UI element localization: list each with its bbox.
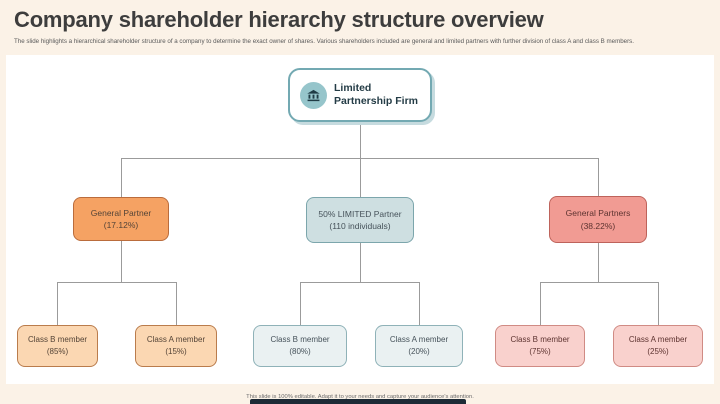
node-class-b-member-75[interactable]: Class B member (75%) (495, 325, 585, 367)
node-subtitle: (75%) (529, 347, 551, 356)
node-title: General Partners (565, 208, 631, 219)
node-title: Class B member (270, 335, 330, 345)
connector-line (598, 158, 599, 196)
connector-line (300, 282, 301, 325)
editable-note: This slide is 100% editable. Adapt it to… (246, 394, 474, 400)
node-subtitle: (85%) (46, 347, 69, 356)
node-class-a-member-20[interactable]: Class A member (20%) (375, 325, 463, 367)
node-title: Class A member (389, 335, 449, 345)
node-class-b-member-80[interactable]: Class B member (80%) (253, 325, 347, 367)
connector-line (57, 282, 177, 283)
node-class-b-member-85[interactable]: Class B member (85%) (17, 325, 98, 367)
connector-line (57, 282, 58, 325)
connector-line (360, 122, 361, 158)
connector-line (598, 243, 599, 282)
node-title: 50% LIMITED Partner (318, 208, 402, 219)
node-title: General Partner (90, 207, 152, 218)
node-root-limited-partnership-firm[interactable]: Limited Partnership Firm (288, 68, 432, 122)
node-general-partner[interactable]: General Partner (17.12%) (73, 197, 169, 241)
node-subtitle: (38.22%) (580, 220, 616, 231)
node-class-a-member-15[interactable]: Class A member (15%) (135, 325, 217, 367)
node-class-a-member-25[interactable]: Class A member (25%) (613, 325, 703, 367)
node-label: Limited Partnership Firm (334, 81, 419, 107)
connector-line (658, 282, 659, 325)
node-subtitle: (80%) (289, 347, 311, 356)
page-title: Company shareholder hierarchy structure … (14, 7, 544, 32)
connector-line (300, 282, 420, 283)
node-title: Class A member (628, 335, 688, 345)
node-title: Class B member (27, 335, 88, 345)
connector-line (540, 282, 541, 325)
connector-line (419, 282, 420, 325)
node-subtitle: (15%) (165, 347, 187, 356)
node-50-percent-limited-partner[interactable]: 50% LIMITED Partner (110 individuals) (306, 197, 414, 243)
node-title: Class A member (146, 335, 206, 345)
node-subtitle: (110 individuals) (329, 221, 391, 231)
connector-line (176, 282, 177, 325)
node-subtitle: (20%) (408, 347, 430, 356)
bottom-bar (250, 399, 466, 404)
connector-line (121, 158, 122, 197)
connector-line (121, 241, 122, 282)
node-subtitle: (17.12%) (103, 220, 139, 230)
connector-line (360, 158, 361, 197)
page-subtitle: The slide highlights a hierarchical shar… (14, 38, 634, 45)
connector-line (360, 243, 361, 282)
node-subtitle: (25%) (647, 347, 669, 356)
node-general-partners[interactable]: General Partners (38.22%) (549, 196, 647, 243)
connector-line (540, 282, 659, 283)
node-title: Class B member (510, 335, 570, 345)
bank-building-icon (300, 81, 327, 109)
